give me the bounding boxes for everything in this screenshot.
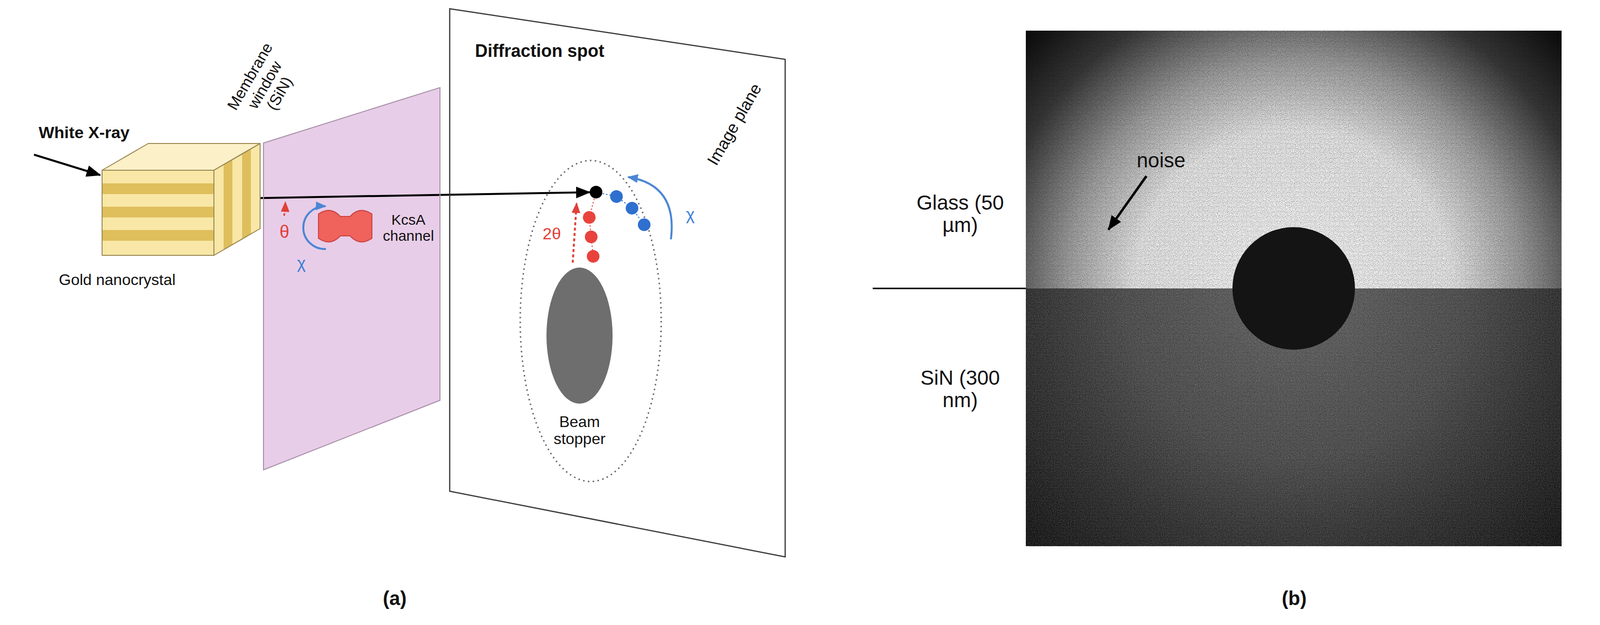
incident-beam xyxy=(34,154,101,176)
membrane-plane: Membrane window (SiN)KcsA channel xyxy=(263,87,440,470)
angle-symbol: χ xyxy=(297,253,306,272)
cube-edge xyxy=(213,143,261,256)
spot-dot xyxy=(637,218,651,231)
node-shape xyxy=(263,87,440,470)
channel-protein: KcsA channel xyxy=(318,206,372,246)
divider-line xyxy=(872,287,1026,290)
spot-dot xyxy=(586,249,600,263)
node-shape xyxy=(589,185,603,199)
cube-face xyxy=(102,170,214,256)
beam-label: White X-ray xyxy=(38,123,130,142)
cube-stripe xyxy=(242,148,251,239)
image-plane: Image planeDiffraction spotBeam stopper xyxy=(449,8,786,557)
spot-dot xyxy=(610,190,623,203)
crystal-cube: Gold nanocrystal xyxy=(102,143,261,256)
cube-face xyxy=(213,143,261,256)
panel-letter: (a) xyxy=(383,587,407,609)
spot-dot xyxy=(584,230,598,244)
sample-label: SiN (300 nm) xyxy=(904,366,1017,412)
beam-stop-shadow xyxy=(1232,227,1355,350)
diffraction-spot: Diffraction spot xyxy=(589,185,603,199)
angle-symbol: χ xyxy=(685,205,695,224)
plane-label: Image plane xyxy=(703,80,765,169)
angle-symbol: θ xyxy=(279,222,290,242)
node-shape xyxy=(318,206,372,246)
membrane-outline xyxy=(263,87,440,470)
angle-symbol: 2θ xyxy=(542,224,562,243)
cube-edge xyxy=(102,170,214,256)
node-shape xyxy=(449,8,786,557)
beam-stopper: Beam stopper xyxy=(546,267,613,404)
grain-overlay xyxy=(1025,30,1562,546)
spot-trail xyxy=(589,192,597,257)
two-theta-arrow xyxy=(572,203,577,263)
plane-label: Membrane window (SiN) xyxy=(222,36,308,134)
stopper-shape xyxy=(546,267,613,404)
chi-arc xyxy=(628,176,672,240)
cube-stripe xyxy=(102,183,214,194)
node-label: KcsA channel xyxy=(376,211,440,244)
channel-shape xyxy=(318,210,372,243)
theta-arc xyxy=(283,202,286,216)
node-label: Beam stopper xyxy=(545,413,614,448)
membrane-fill xyxy=(263,87,440,470)
cube-stripe xyxy=(102,206,214,218)
node-shape xyxy=(546,267,613,404)
spot-dot xyxy=(625,201,639,215)
plane-outline xyxy=(449,8,786,557)
panel-letter: (b) xyxy=(1282,587,1307,609)
node-shape xyxy=(102,143,261,256)
image-plane-fill xyxy=(449,8,786,557)
node-label: Gold nanocrystal xyxy=(58,271,176,289)
cube-stripe xyxy=(223,159,233,250)
diffracted-beam xyxy=(260,192,590,198)
cube-stripe xyxy=(102,229,214,241)
spot-dot xyxy=(582,210,596,224)
pointer-arrow xyxy=(1108,175,1147,230)
spot-label: Diffraction spot xyxy=(474,41,605,61)
sample-label: Glass (50 µm) xyxy=(904,191,1017,237)
annotation-label: noise xyxy=(1136,149,1186,172)
debye-ring xyxy=(520,160,662,482)
spot-dot xyxy=(589,185,603,199)
